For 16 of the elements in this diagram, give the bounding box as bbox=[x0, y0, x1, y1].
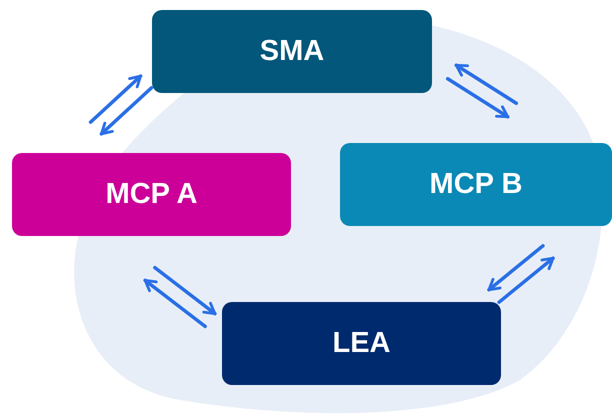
arrow bbox=[100, 86, 154, 136]
node-label: SMA bbox=[260, 35, 324, 68]
node-label: MCP B bbox=[430, 168, 522, 201]
arrow bbox=[487, 244, 545, 292]
process-box bbox=[12, 153, 291, 236]
arrow bbox=[446, 77, 510, 118]
process-box bbox=[152, 10, 432, 93]
arrow bbox=[143, 278, 207, 328]
arrow bbox=[454, 63, 518, 105]
process-box bbox=[340, 143, 612, 226]
node-label: LEA bbox=[332, 327, 390, 360]
arrow bbox=[153, 266, 217, 316]
arrow bbox=[497, 256, 555, 304]
process-box bbox=[222, 302, 501, 385]
arrow bbox=[88, 74, 142, 124]
node-label: MCP A bbox=[106, 178, 198, 211]
